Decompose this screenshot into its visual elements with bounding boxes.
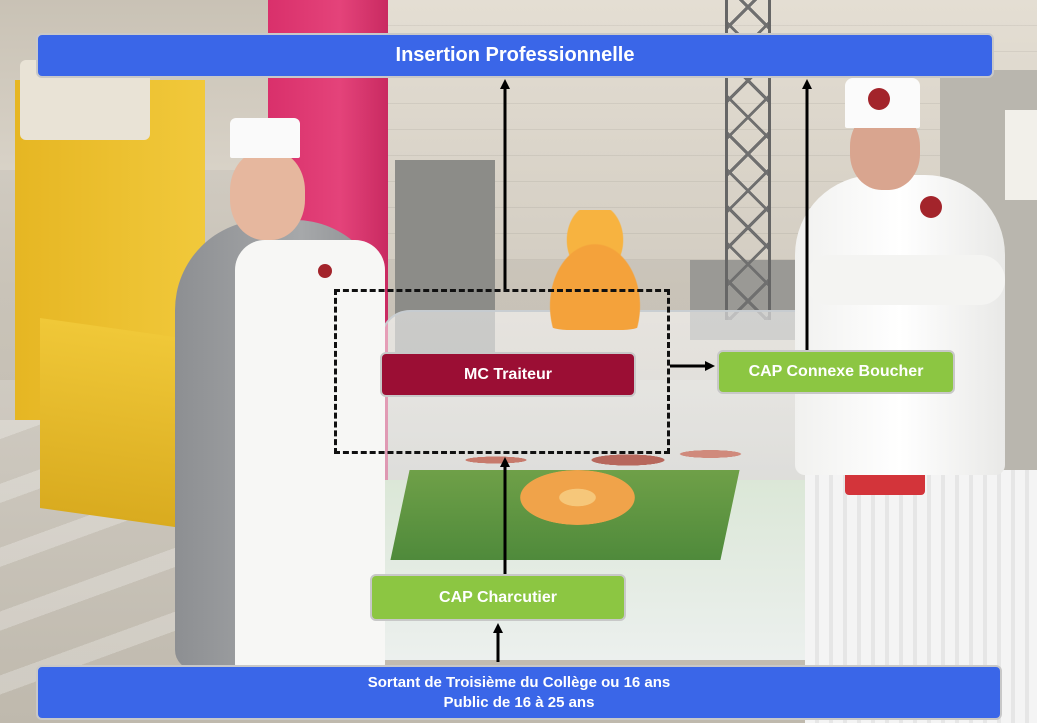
cap-connexe-boucher-box: CAP Connexe Boucher (717, 350, 955, 394)
jacket-logo-icon (318, 264, 332, 278)
chef-right-crossed-arms (805, 255, 1005, 305)
chef-left-hat (230, 118, 300, 158)
insertion-professionnelle-label: Insertion Professionnelle (395, 44, 635, 66)
entry-line-2: Public de 16 à 25 ans (443, 693, 595, 711)
mc-traiteur-label: MC Traiteur (463, 365, 552, 383)
mc-traiteur-dashed-frame (334, 289, 670, 454)
hat-logo-icon (868, 88, 890, 110)
cap-charcutier-box: CAP Charcutier (370, 574, 626, 621)
fruit-basket-sculpture (525, 210, 665, 330)
cap-connexe-boucher-label: CAP Connexe Boucher (748, 363, 924, 380)
melon-decoration (520, 470, 635, 525)
chef-left-head (230, 150, 305, 240)
mc-traiteur-box: MC Traiteur (380, 352, 636, 397)
entry-requirements-box: Sortant de Troisième du Collège ou 16 an… (36, 665, 1002, 720)
jacket-logo-icon (920, 196, 942, 218)
chef-left-apron (235, 240, 385, 670)
cap-charcutier-label: CAP Charcutier (439, 588, 557, 606)
chef-right-figure (795, 175, 1005, 475)
background-poster (1005, 110, 1037, 200)
entry-line-1: Sortant de Troisième du Collège ou 16 an… (367, 673, 671, 691)
insertion-professionnelle-box: Insertion Professionnelle (36, 33, 994, 78)
